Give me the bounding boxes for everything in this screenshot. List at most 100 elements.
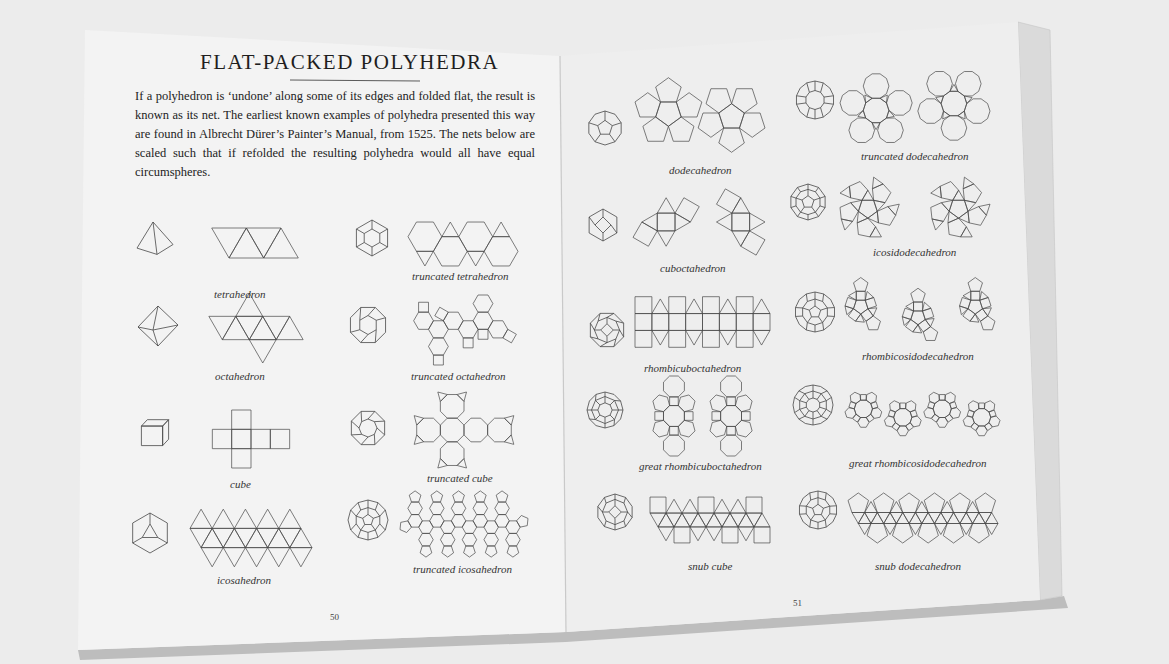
polyhedron-net [840,72,990,143]
net-face [868,308,877,316]
polyhedron-name: cube [230,478,251,490]
solid-edge [598,403,612,417]
net-face [922,308,933,319]
net-face [943,111,950,119]
solid-edge [592,410,598,411]
net-face [902,317,911,326]
solid-edge [375,530,378,537]
net-face [727,426,736,435]
solid-edge [610,400,614,404]
net-face [698,497,714,513]
solid-edge [811,515,815,520]
net-face [420,546,432,557]
solid-edge [791,196,796,198]
solid-edge [800,391,827,419]
solid-edge [348,500,388,540]
net-face [257,528,279,547]
net-face [467,251,484,266]
net-face [866,316,880,330]
solid-edge [351,510,357,516]
polyhedron-name: truncated octahedron [411,370,506,382]
net-face [408,222,442,251]
solid-edge [368,500,369,508]
net-face [732,213,750,231]
solid-edge [800,401,807,403]
solid-edge [598,494,632,530]
net-face [739,113,765,137]
solid-edge [806,506,812,508]
net-face [212,228,247,258]
solid-edge [602,499,627,524]
solid-edge [598,120,613,134]
net-face [246,228,281,258]
net-face [485,546,497,557]
polyhedron-name: great rhombicuboctahedron [639,460,762,472]
polyhedron-solid [799,491,836,529]
net-face [968,278,982,292]
solid-edge [813,504,824,514]
net-face [848,493,869,513]
solid-edge [380,229,388,234]
net-face [409,491,421,502]
solid-edge [610,134,615,142]
net-face [862,190,874,200]
net-face [721,376,742,397]
net-face [234,528,256,547]
solid-edge [137,222,173,254]
net-face [979,513,992,524]
solid-edge [356,508,380,533]
solid-edge [803,308,810,310]
net-face [845,297,856,308]
net-face [970,314,979,322]
solid-edge [592,397,619,424]
solid-edge [350,330,359,333]
net-face [853,414,861,422]
net-face [462,533,476,546]
net-face [840,203,858,222]
solid-edge [619,410,624,411]
net-face [732,231,750,246]
net-face [841,219,852,230]
solid-edge [356,220,387,256]
net-face [918,99,944,123]
solid-edge [594,317,619,342]
polyhedron-net [653,376,752,456]
net-face [981,316,995,330]
net-face [212,429,231,448]
polyhedron-name: icosidodecahedron [873,246,956,258]
solid-edge [605,424,606,429]
solid-edge [611,225,617,233]
solid-edge [806,498,830,523]
net-face [504,435,513,444]
solid-edge [806,294,807,302]
net-face [263,316,290,339]
net-face [212,528,234,547]
solid-edge [587,410,592,411]
net-face [903,513,916,524]
polyhedron-net [840,177,990,237]
solid-edge [605,417,606,423]
net-face [464,418,488,442]
net-face [918,524,939,544]
solid-edge [589,209,617,241]
solid-edge [821,515,825,520]
solid-edge [358,503,361,510]
net-face [682,499,698,513]
solid-edge [595,394,597,400]
net-face [985,513,998,524]
solid-edge [624,497,626,503]
solid-edge [620,330,624,337]
solid-edge [141,426,162,446]
solid-edge [800,407,807,409]
solid-edge [796,103,805,104]
solid-edge [356,516,362,518]
net-face [457,392,466,401]
solid-edge [818,498,819,505]
net-face [727,397,736,406]
net-face [753,299,770,314]
net-face [857,218,875,237]
polyhedron-net [400,491,528,557]
solid-edge [590,313,623,346]
solid-edge [351,411,384,444]
polyhedron-solid [589,111,621,145]
